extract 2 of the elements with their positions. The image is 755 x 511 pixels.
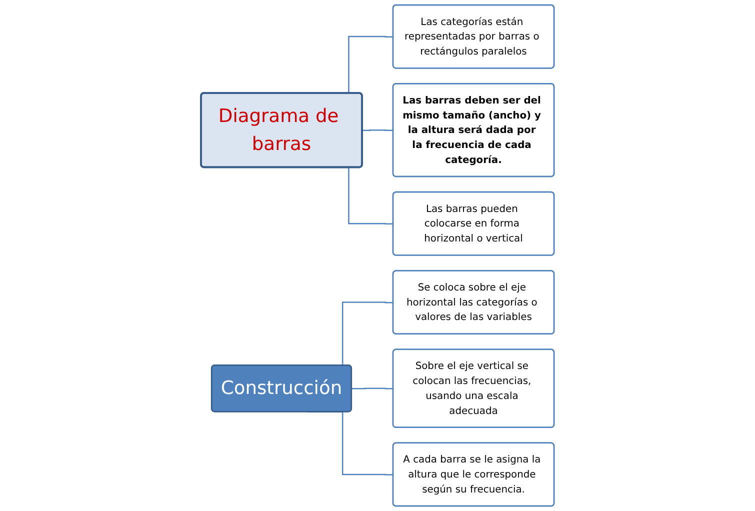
connector bbox=[352, 388, 394, 390]
connector bbox=[362, 129, 394, 131]
